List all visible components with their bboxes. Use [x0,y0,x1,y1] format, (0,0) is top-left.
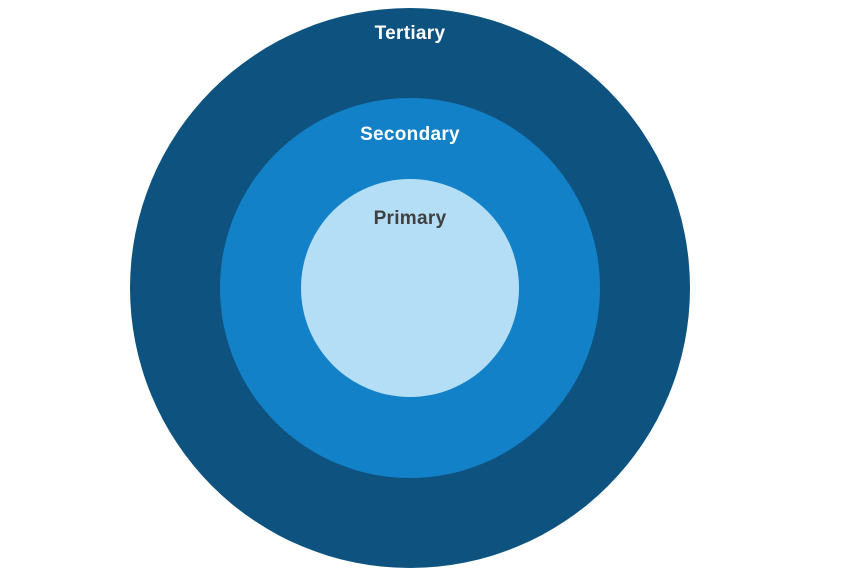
primary-label: Primary [374,208,447,229]
tertiary-label: Tertiary [375,23,446,44]
primary-circle [301,179,519,397]
secondary-label: Secondary [360,124,460,145]
